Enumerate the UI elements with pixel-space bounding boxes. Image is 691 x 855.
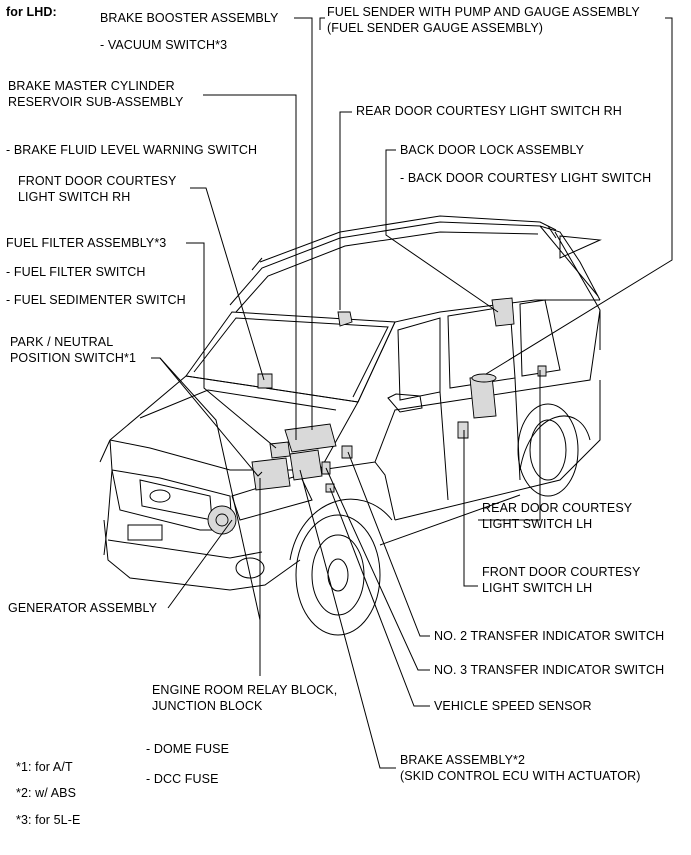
back-door-lock-part bbox=[491, 297, 515, 327]
components bbox=[207, 297, 547, 535]
leader-master-cylinder bbox=[203, 94, 297, 440]
door-switch-rh-part bbox=[257, 373, 273, 389]
label-fuel-sender-1: FUEL SENDER WITH PUMP AND GAUGE ASSEMBLY bbox=[327, 5, 640, 19]
leader-no2-transfer bbox=[347, 451, 430, 637]
leader-lines bbox=[151, 17, 673, 769]
leader-rear-door-lh bbox=[478, 370, 541, 521]
label-brake-assembly-1: BRAKE ASSEMBLY*2 bbox=[400, 753, 526, 767]
leader-fuel-sender-start bbox=[319, 17, 325, 30]
label-fluid-level-switch: - BRAKE FLUID LEVEL WARNING SWITCH bbox=[6, 143, 258, 157]
front-door-switch-lh-part bbox=[457, 421, 469, 439]
leader-generator bbox=[167, 519, 233, 609]
note-2: *2: w/ ABS bbox=[16, 786, 77, 800]
leader-back-door-lock bbox=[385, 149, 499, 313]
label-fuel-filter: FUEL FILTER ASSEMBLY*3 bbox=[6, 236, 167, 250]
label-fuel-sedimenter: - FUEL SEDIMENTER SWITCH bbox=[6, 293, 186, 307]
no2-transfer-part bbox=[341, 445, 353, 459]
label-brake-assembly-2: (SKID CONTROL ECU WITH ACTUATOR) bbox=[400, 769, 641, 783]
label-front-door-lh-1: FRONT DOOR COURTESY bbox=[482, 565, 641, 579]
label-park-neutral-2: POSITION SWITCH*1 bbox=[10, 351, 137, 365]
label-no3-transfer: NO. 3 TRANSFER INDICATOR SWITCH bbox=[434, 663, 665, 677]
label-rear-door-lh-1: REAR DOOR COURTESY bbox=[482, 501, 633, 515]
leader-fuel-filter bbox=[186, 242, 277, 449]
label-brake-booster: BRAKE BOOSTER ASSEMBLY bbox=[100, 11, 279, 25]
label-speed-sensor: VEHICLE SPEED SENSOR bbox=[434, 699, 592, 713]
label-front-door-lh-2: LIGHT SWITCH LH bbox=[482, 581, 593, 595]
label-master-cylinder-2: RESERVOIR SUB-ASSEMBLY bbox=[8, 95, 184, 109]
leader-front-door-rh bbox=[190, 187, 265, 381]
rear-door-switch-rh-part bbox=[337, 311, 353, 327]
note-3: *3: for 5L-E bbox=[16, 813, 81, 827]
fuel-filter-part bbox=[251, 457, 291, 491]
leader-speed-sensor bbox=[329, 487, 430, 707]
label-front-door-rh-2: LIGHT SWITCH RH bbox=[18, 190, 131, 204]
label-vacuum-switch: - VACUUM SWITCH*3 bbox=[100, 38, 228, 52]
label-fuel-filter-switch: - FUEL FILTER SWITCH bbox=[6, 265, 146, 279]
rear-door-switch-lh-part bbox=[537, 365, 547, 377]
label-back-door-lock: BACK DOOR LOCK ASSEMBLY bbox=[400, 143, 585, 157]
label-fuel-sender-2: (FUEL SENDER GAUGE ASSEMBLY) bbox=[327, 21, 544, 35]
label-front-door-rh-1: FRONT DOOR COURTESY bbox=[18, 174, 177, 188]
relay-block-part bbox=[289, 449, 323, 481]
label-dome-fuse: - DOME FUSE bbox=[146, 742, 230, 756]
label-relay-block-2: JUNCTION BLOCK bbox=[152, 699, 263, 713]
fuel-sender-top bbox=[471, 373, 497, 383]
label-back-door-courtesy: - BACK DOOR COURTESY LIGHT SWITCH bbox=[400, 171, 652, 185]
leader-park-neutral-2 bbox=[159, 357, 261, 621]
label-rear-door-rh: REAR DOOR COURTESY LIGHT SWITCH RH bbox=[356, 104, 622, 118]
page-header: for LHD: bbox=[6, 5, 57, 19]
leader-park-neutral bbox=[151, 357, 263, 477]
leader-brake-booster bbox=[294, 17, 313, 430]
leader-no3-transfer bbox=[325, 467, 430, 671]
label-master-cylinder-1: BRAKE MASTER CYLINDER bbox=[8, 79, 175, 93]
label-park-neutral-1: PARK / NEUTRAL bbox=[10, 335, 114, 349]
leader-brake-assembly bbox=[299, 469, 396, 769]
leader-fuel-sender bbox=[485, 17, 673, 375]
leader-rear-door-rh bbox=[339, 111, 352, 310]
master-cylinder-part bbox=[269, 441, 291, 459]
label-generator: GENERATOR ASSEMBLY bbox=[8, 601, 158, 615]
leader-front-door-lh bbox=[463, 430, 478, 587]
label-rear-door-lh-2: LIGHT SWITCH LH bbox=[482, 517, 593, 531]
label-dcc-fuse: - DCC FUSE bbox=[146, 772, 219, 786]
note-1: *1: for A/T bbox=[16, 760, 73, 774]
label-relay-block-1: ENGINE ROOM RELAY BLOCK, bbox=[152, 683, 338, 697]
label-no2-transfer: NO. 2 TRANSFER INDICATOR SWITCH bbox=[434, 629, 665, 643]
brake-booster-part bbox=[284, 423, 337, 453]
